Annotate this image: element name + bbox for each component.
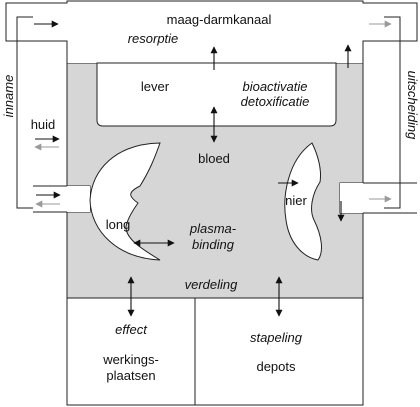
liver-box [96,62,337,127]
skin-label: huid [31,117,56,132]
kidney-label: nier [285,193,307,208]
distribution-label: verdeling [185,277,239,292]
resorption-label: resorptie [128,31,179,46]
gi-tract-label: maag-darmkanaal [167,12,272,27]
lung-channel [0,186,90,212]
depots-box [194,297,364,406]
storage-label: stapeling [250,330,303,345]
bioactivation-label: bioactivatie [242,79,307,94]
excretion-label: uitscheiding [405,71,420,140]
lung-label: long [106,217,131,232]
effect-label: effect [115,322,148,337]
detoxification-label: detoxificatie [241,94,310,109]
blood-label: bloed [198,151,230,166]
lung-shape [89,142,161,261]
intake-label: inname [1,75,16,118]
kidney-channel [340,183,420,213]
effect-sites-label-2: plaatsen [106,368,155,383]
depots-label: depots [256,359,296,374]
excretion-bracket [384,16,401,209]
plasma-binding-label-1: plasma- [189,221,237,236]
plasma-binding-label-2: binding [192,237,235,252]
liver-label: lever [141,79,170,94]
kidney-shape [284,142,322,261]
intake-bracket [16,16,33,209]
effect-sites-label-1: werkings- [102,352,159,367]
gi-tract-box [5,0,418,63]
